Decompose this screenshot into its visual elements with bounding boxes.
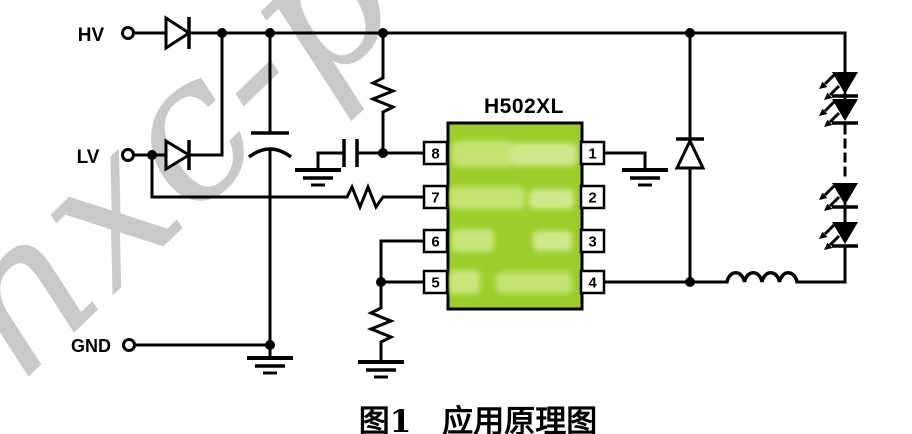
pin6-pin5-wire	[379, 239, 426, 364]
lv-label: LV	[77, 147, 100, 168]
bypass-cap-wire	[316, 151, 385, 172]
pin-2: 2	[588, 190, 596, 207]
pin-5: 5	[431, 275, 439, 292]
lv-wire	[132, 31, 224, 157]
current-set-resistor	[369, 303, 393, 349]
lv-terminal	[121, 148, 135, 162]
bulk-capacitor	[247, 131, 293, 159]
gnd-ground-symbol	[245, 356, 295, 375]
hv-label: HV	[78, 25, 105, 46]
hv-input-diode	[164, 15, 192, 51]
bypass-capacitor	[342, 139, 359, 167]
pin-numbers: 8 7 6 5 1 2 3 4	[431, 146, 597, 292]
lv-input-diode	[164, 138, 192, 172]
bypass-ground-symbol	[293, 168, 343, 187]
led-icon	[817, 181, 860, 213]
pin-6: 6	[431, 234, 439, 251]
gnd-terminal	[122, 338, 136, 352]
pin-7: 7	[431, 190, 439, 207]
hv-terminal	[121, 26, 135, 40]
figure-caption: 图1 应用原理图	[358, 404, 598, 434]
chip-pin-labels-redacted	[449, 141, 577, 294]
pin4-inductor-wire	[602, 244, 847, 284]
led-string	[817, 70, 860, 252]
inductor	[725, 271, 799, 283]
set-resistor-ground-symbol	[356, 360, 406, 379]
led-icon	[817, 220, 860, 252]
pin-4: 4	[588, 275, 597, 292]
led-icon	[817, 70, 860, 102]
freewheel-diode	[674, 137, 706, 170]
gnd-label: GND	[71, 336, 111, 356]
junction-dots	[147, 28, 695, 350]
pin7-resistor	[344, 182, 386, 212]
lv-to-pin7-wire	[150, 153, 426, 199]
pin1-gnd-wire	[602, 151, 647, 172]
pin-1: 1	[588, 146, 596, 163]
pin-8: 8	[431, 146, 439, 163]
chip-title: H502XL	[484, 95, 564, 118]
vcc-resistor	[371, 73, 395, 119]
pin-boxes	[422, 140, 606, 295]
pin1-ground-symbol	[620, 168, 670, 187]
hv-rail-wire	[132, 31, 847, 74]
led-icon	[817, 97, 860, 129]
pin-3: 3	[588, 234, 596, 251]
